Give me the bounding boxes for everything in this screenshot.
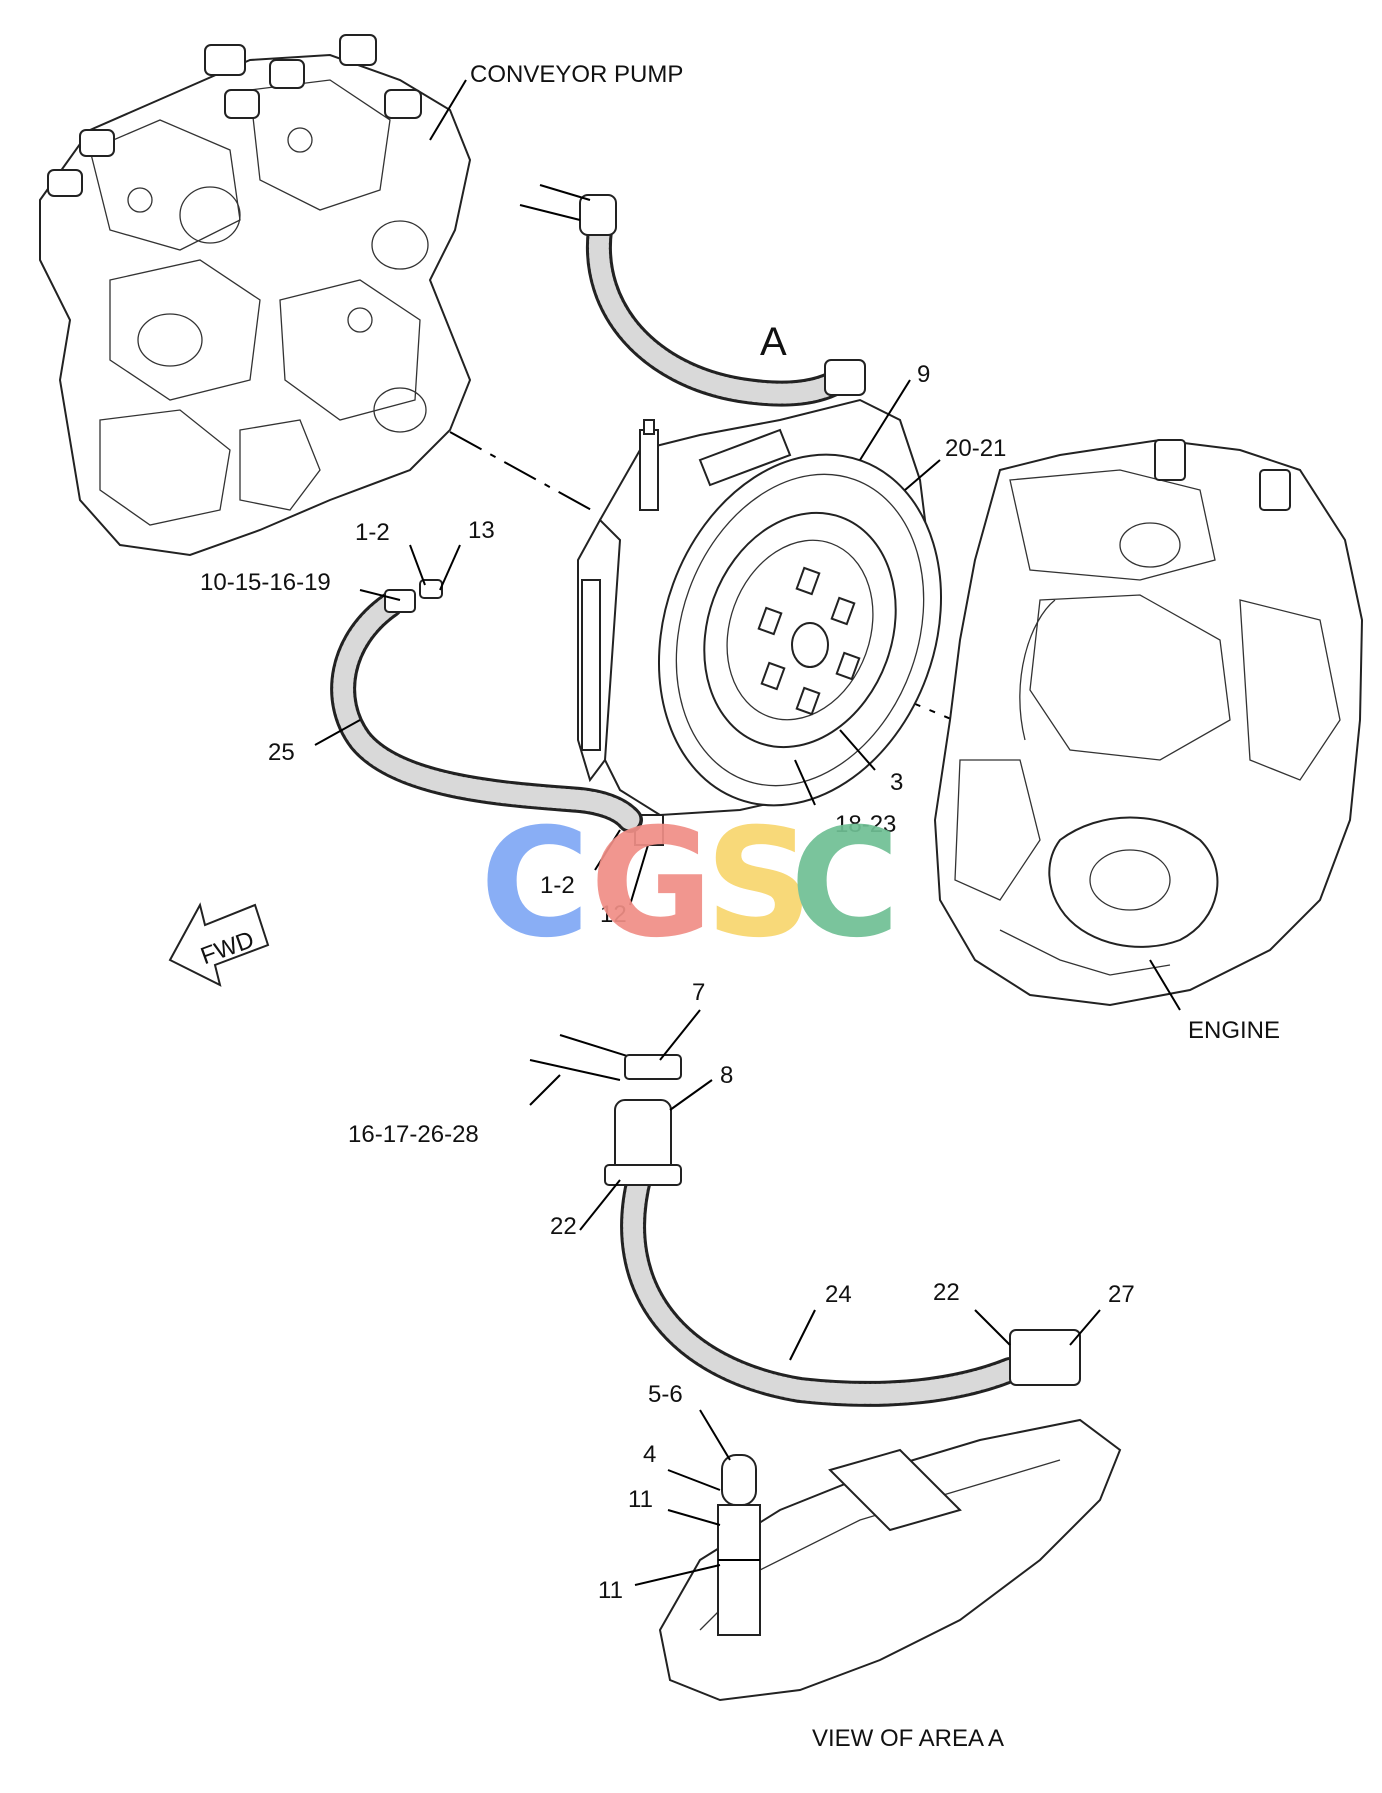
upper-hose: [519, 184, 866, 407]
hose-25: [330, 579, 643, 833]
callout-24: 24: [825, 1281, 852, 1308]
callout-27: 27: [1108, 1281, 1135, 1308]
callout-20-21: 20-21: [945, 435, 1006, 462]
engine-drawing: [933, 438, 1364, 1007]
coupling-blocks: [757, 566, 861, 716]
callout-10-15-16-19: 10-15-16-19: [200, 569, 331, 596]
area-a-detail: [529, 1034, 1122, 1702]
conveyor-pump-drawing: [39, 34, 472, 557]
callout-1-2-bottom: 1-2: [540, 872, 575, 899]
diagram-labels: CONVEYOR PUMP A 9 20-21 13 1-2 10-15-16-…: [200, 61, 1280, 1752]
callout-16-17-26-28: 16-17-26-28: [348, 1121, 479, 1148]
callout-3: 3: [890, 769, 903, 796]
callout-18-23: 18-23: [835, 811, 896, 838]
callout-11-lower: 11: [598, 1577, 623, 1604]
cgsc-watermark: C G S C: [480, 797, 900, 971]
watermark-letter-g: G: [590, 797, 713, 971]
callout-7: 7: [692, 979, 705, 1006]
callout-8: 8: [720, 1062, 733, 1089]
callout-11-upper: 11: [628, 1486, 653, 1513]
engine-label: ENGINE: [1188, 1017, 1280, 1044]
callout-22-left: 22: [550, 1213, 577, 1240]
callout-12: 12: [600, 901, 627, 928]
fwd-arrow: FWD: [168, 902, 270, 987]
area-a-marker: A: [760, 320, 787, 364]
callout-22-right: 22: [933, 1279, 960, 1306]
callout-13: 13: [468, 517, 495, 544]
callout-5-6: 5-6: [648, 1381, 683, 1408]
pump-drive-housing: [577, 398, 943, 846]
pump-alignment-line: [449, 431, 596, 513]
callout-4: 4: [643, 1441, 656, 1468]
callout-25: 25: [268, 739, 295, 766]
conveyor-pump-label: CONVEYOR PUMP: [470, 61, 683, 88]
watermark-letter-c1: C: [480, 797, 590, 971]
watermark-letter-c2: C: [790, 797, 900, 971]
callout-1-2-top: 1-2: [355, 519, 390, 546]
callout-9: 9: [917, 361, 930, 388]
watermark-letter-s: S: [705, 797, 813, 971]
view-of-area-a-caption: VIEW OF AREA A: [812, 1725, 1004, 1752]
leader-lines: [314, 79, 1181, 1586]
